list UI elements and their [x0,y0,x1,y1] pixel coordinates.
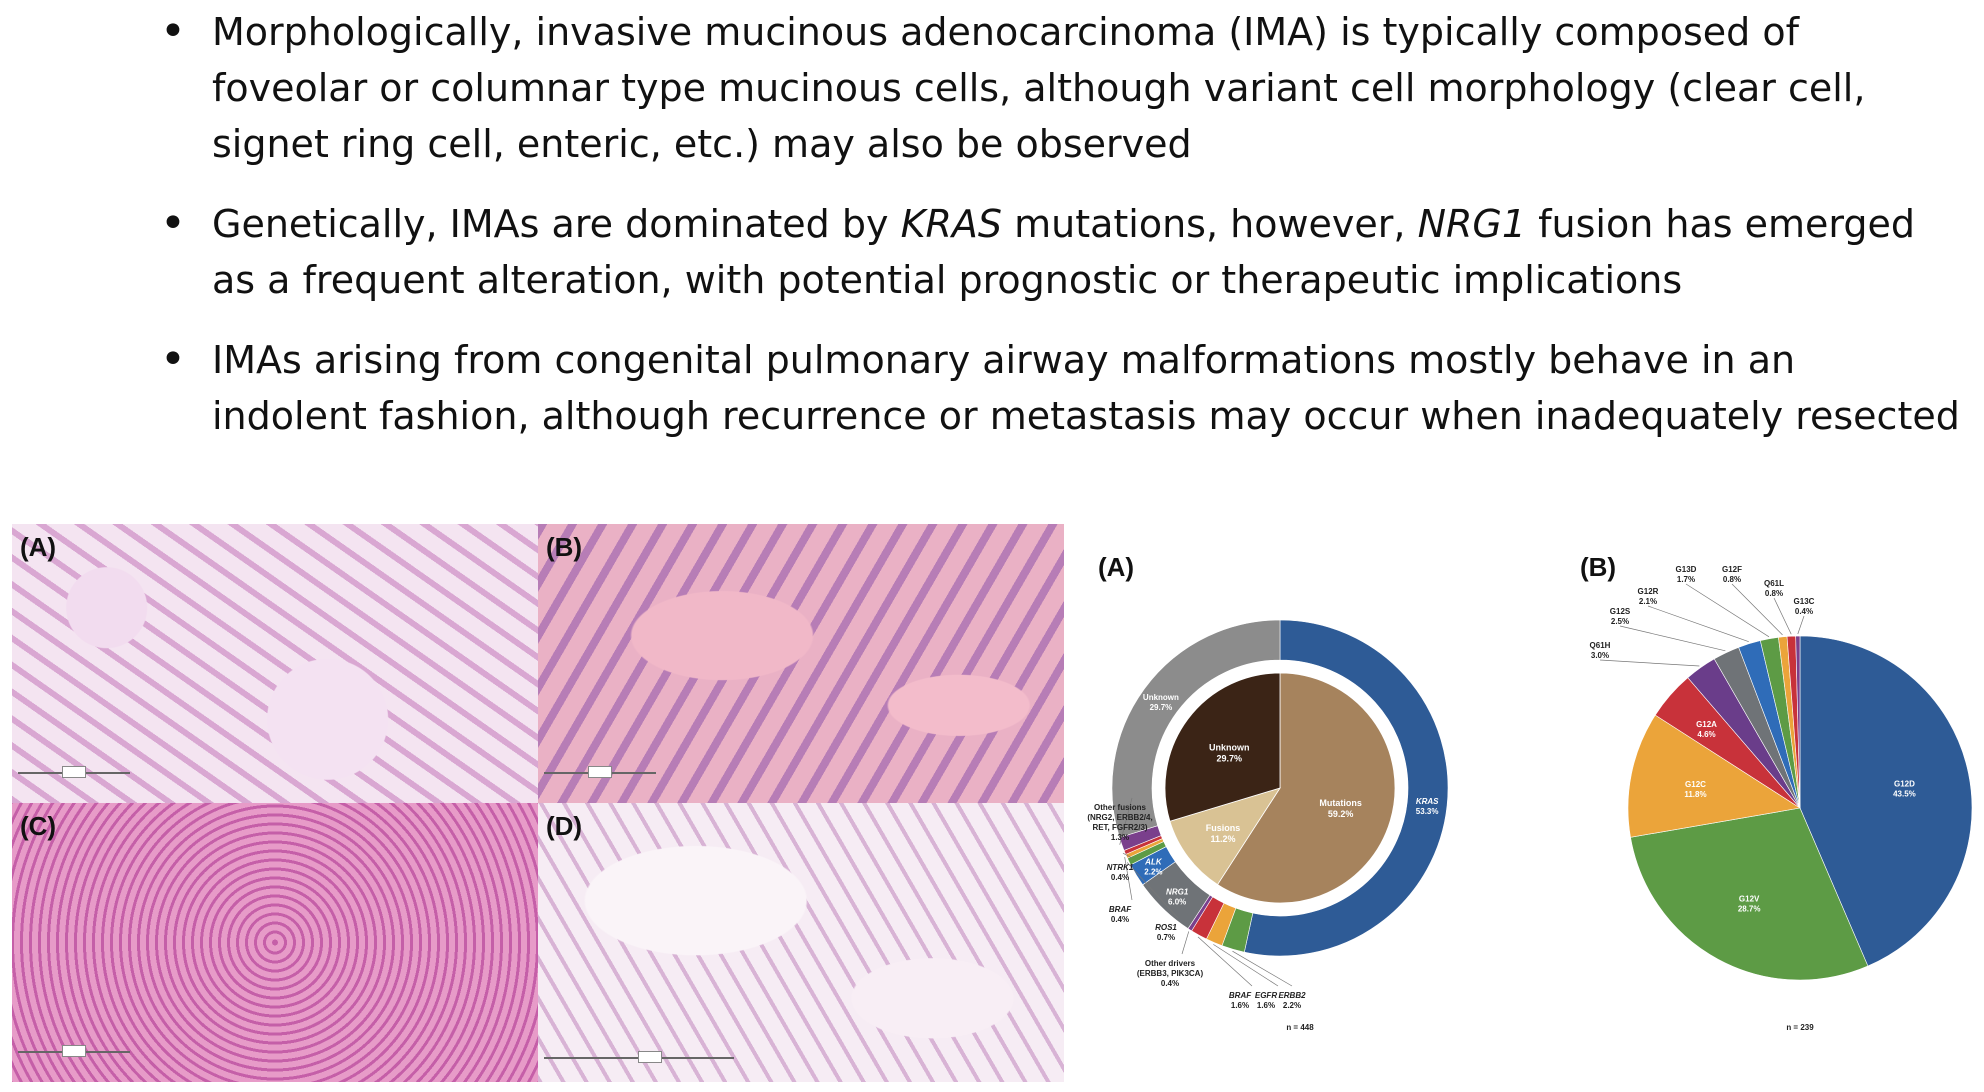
panel-label-c: (C) [20,811,57,841]
inner-slice-mutations [1216,672,1396,904]
histology-panel-d: (D) [538,803,1064,1082]
callout-label-other-drivers-erbb3-pik3ca: Other drivers(ERBB3, PIK3CA)0.4% [1137,959,1204,988]
callout-line [1599,659,1700,667]
panel-label-b: (B) [546,532,583,562]
bullet-list: Morphologically, invasive mucinous adeno… [160,4,1960,468]
inner-slice-unknown [1164,672,1281,822]
callout-line [1181,931,1190,955]
chart-a-panel-label: (A) [1098,552,1134,582]
scale-box [62,1045,86,1057]
panel-label-a: (A) [20,532,57,562]
callout-line [1197,936,1253,987]
histology-figure: (A) (B) (C) (D) [12,524,1064,1082]
callout-line [1122,852,1133,859]
callout-line [1126,862,1179,919]
histology-panel-b: (B) [538,524,1064,803]
callout-line [1619,625,1726,652]
chart-b-panel-label: (B) [1580,552,1616,582]
slice-g13c [1795,635,1801,809]
callout-line [1124,857,1133,901]
callout-line [1647,605,1749,643]
scale-box [638,1051,662,1063]
slice-g12v [1630,807,1869,981]
chart-a-note: n = 448 [1286,1023,1314,1032]
slice-g12d [1799,635,1973,967]
scale-box [588,766,612,778]
bullet-genetics: Genetically, IMAs are dominated by KRAS … [160,196,1960,308]
callout-line [1213,944,1279,987]
callout-line [1731,583,1783,636]
callout-line [1119,797,1133,845]
chart-b-note: n = 239 [1786,1023,1814,1032]
panel-label-d: (D) [546,811,583,841]
callout-line [1685,583,1770,638]
kras-italic: KRAS [900,202,1003,246]
callout-label-other-fusions-nrg2-erbb2-4-ret-fgfr2-3: Other fusions(NRG2, ERBB2/4,RET, FGFR2/3… [1087,803,1152,842]
scale-box [62,766,86,778]
callout-line [1232,950,1293,987]
callout-line [1773,597,1792,635]
histology-panel-a: (A) [12,524,538,803]
bullet-cpam: IMAs arising from congenital pulmonary a… [160,332,1960,444]
callout-line [1797,615,1805,635]
histology-panel-c: (C) [12,803,538,1082]
bullet-morphology: Morphologically, invasive mucinous adeno… [160,4,1960,172]
nrg1-italic: NRG1 [1417,202,1527,246]
inner-slice-fusions [1169,787,1281,886]
slice-g12c [1627,714,1801,838]
